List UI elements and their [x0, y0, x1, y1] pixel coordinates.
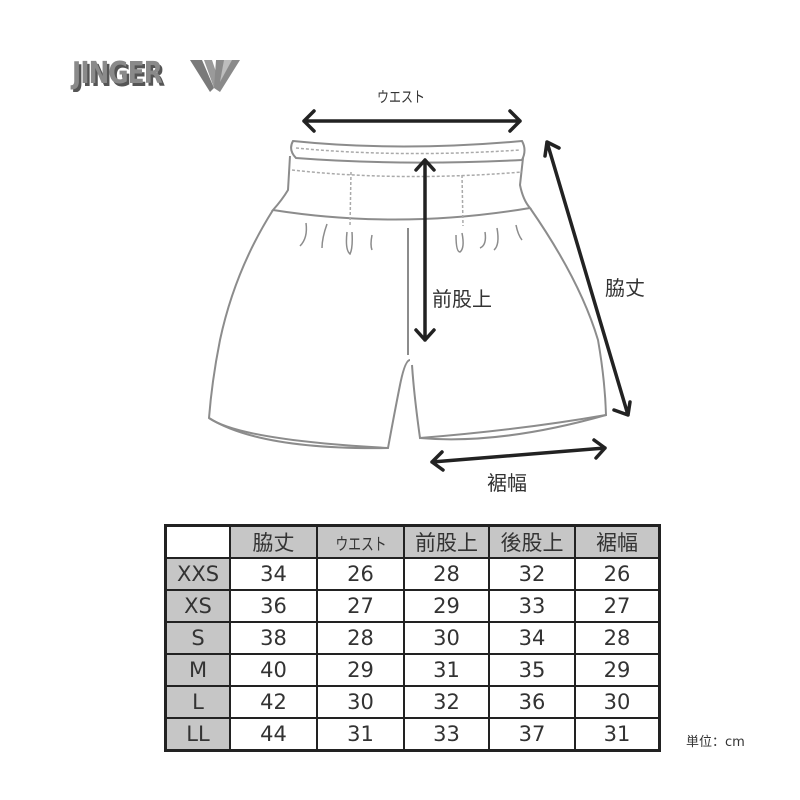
label-side-length: 脇丈	[605, 276, 645, 300]
table-cell: 38	[229, 621, 318, 655]
table-row: L 42 30 32 36 30	[164, 685, 661, 719]
measurement-arrows	[302, 109, 632, 472]
table-row: M 40 29 31 35 29	[164, 653, 661, 687]
unit-note: 単位：cm	[686, 735, 745, 750]
table-cell: 34	[488, 621, 576, 655]
label-hem-width: 裾幅	[487, 471, 527, 495]
size-label: S	[164, 621, 231, 655]
brand-logo: JINGER	[72, 56, 242, 96]
table-cell: 33	[403, 717, 490, 752]
logo-v-mark-icon	[190, 60, 240, 92]
stitching	[291, 147, 523, 227]
logo-text: JINGER	[72, 56, 163, 91]
table-cell: 31	[574, 717, 661, 752]
size-label: L	[164, 685, 231, 719]
size-label: M	[164, 653, 231, 687]
label-front-rise: 前股上	[432, 287, 492, 311]
table-cell: 34	[229, 557, 318, 591]
table-cell: 31	[316, 717, 405, 752]
shorts-outline	[207, 139, 608, 450]
table-cell: 27	[316, 589, 405, 623]
header-back-rise: 後股上	[488, 524, 576, 559]
table-cell: 29	[316, 653, 405, 687]
table-cell: 30	[403, 621, 490, 655]
table-cell: 30	[316, 685, 405, 719]
table-cell: 30	[574, 685, 661, 719]
header-side-length: 脇丈	[229, 524, 318, 559]
front-rise-arrow	[414, 158, 436, 342]
table-cell: 28	[403, 557, 490, 591]
side-length-arrow	[543, 140, 632, 417]
table-cell: 27	[574, 589, 661, 623]
table-cell: 32	[488, 557, 576, 591]
table-cell: 29	[403, 589, 490, 623]
table-row: XS 36 27 29 33 27	[164, 589, 661, 623]
table-cell: 32	[403, 685, 490, 719]
table-cell: 36	[229, 589, 318, 623]
table-cell: 28	[316, 621, 405, 655]
table-row: S 38 28 30 34 28	[164, 621, 661, 655]
size-label: XS	[164, 589, 231, 623]
waist-arrow	[302, 109, 522, 133]
table-corner-cell	[164, 524, 231, 559]
table-cell: 36	[488, 685, 576, 719]
table-cell: 44	[229, 717, 318, 752]
size-label: LL	[164, 717, 231, 752]
table-cell: 37	[488, 717, 576, 752]
gathers	[299, 222, 523, 256]
header-front-rise: 前股上	[403, 524, 490, 559]
table-cell: 28	[574, 621, 661, 655]
table-cell: 33	[488, 589, 576, 623]
header-waist: ウエスト	[316, 524, 405, 559]
size-table: 脇丈 ウエスト 前股上 後股上 裾幅 XXS 34 26 28 32 26 XS…	[164, 524, 661, 752]
table-cell: 40	[229, 653, 318, 687]
hem-width-arrow	[430, 438, 607, 472]
table-cell: 35	[488, 653, 576, 687]
table-cell: 31	[403, 653, 490, 687]
table-header-row: 脇丈 ウエスト 前股上 後股上 裾幅	[164, 524, 661, 559]
table-cell: 26	[574, 557, 661, 591]
header-hem-width: 裾幅	[574, 524, 661, 559]
header-waist-label: ウエスト	[335, 534, 386, 555]
table-cell: 26	[316, 557, 405, 591]
size-label: XXS	[164, 557, 231, 591]
shorts-diagram	[207, 109, 632, 472]
table-row: XXS 34 26 28 32 26	[164, 557, 661, 591]
table-cell: 29	[574, 653, 661, 687]
table-row: LL 44 31 33 37 31	[164, 717, 661, 752]
label-waist: ウエスト	[377, 88, 426, 106]
table-cell: 42	[229, 685, 318, 719]
